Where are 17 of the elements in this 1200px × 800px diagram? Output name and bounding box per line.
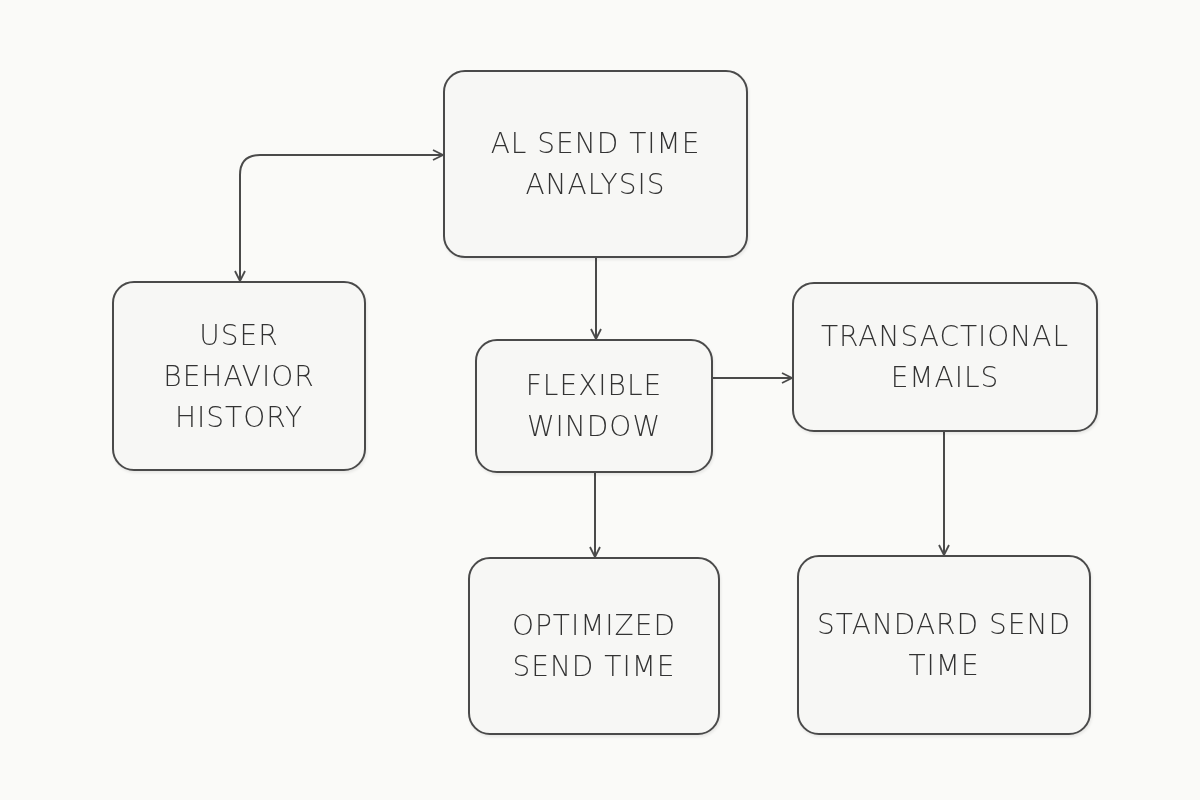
arrow [938, 431, 950, 556]
process-box [797, 555, 1091, 735]
process-box [468, 557, 720, 735]
box-label: OPTIMIZED SEND TIME [510, 608, 678, 685]
process-box [112, 281, 366, 471]
box-label: TRANSACTIONAL EMAILS [819, 319, 1071, 396]
arrow [590, 257, 602, 340]
arrow [234, 149, 444, 282]
process-box [475, 339, 713, 473]
process-box [792, 282, 1098, 432]
box-label: FLEXIBLE WINDOW [524, 368, 664, 445]
box-label: AL SEND TIME ANALYSIS [489, 126, 702, 203]
arrow [712, 372, 793, 384]
box-label: STANDARD SEND TIME [816, 607, 1072, 684]
process-box [443, 70, 748, 258]
arrow [589, 472, 601, 558]
box-label: USER BEHAVIOR HISTORY [162, 317, 316, 436]
